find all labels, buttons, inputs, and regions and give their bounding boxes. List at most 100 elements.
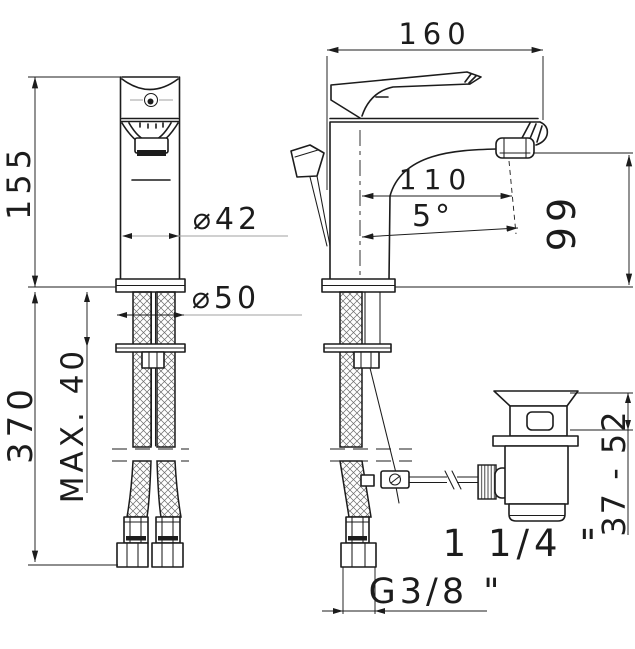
hose-break-lines <box>112 448 189 462</box>
waste-slot <box>526 411 554 431</box>
hex-nut-right <box>151 542 184 568</box>
waste-body <box>492 390 579 522</box>
side-body-outline <box>329 117 549 281</box>
label-waste-thread: 1 1/4 " <box>443 522 602 565</box>
waste-bottom <box>508 503 566 522</box>
side-lever-outline <box>330 71 482 119</box>
dim-max40-arrow-up <box>84 292 90 302</box>
waste-mid-flange <box>492 435 579 447</box>
dim-g38-arrow-right <box>375 608 385 614</box>
dim-155-label: 155 <box>0 144 38 220</box>
dim-max40: MAX. 40 <box>55 292 91 503</box>
dim-155: 155 <box>0 76 120 288</box>
rod-break-mask <box>447 473 457 487</box>
dim-d50-arrow-left <box>117 312 127 318</box>
dim-g38: G3/8 " <box>322 567 504 614</box>
dim-370-label: 370 <box>1 384 41 464</box>
hose-left-lower <box>126 460 152 518</box>
hose-side-upper <box>339 291 363 448</box>
dim-d50-label: ⌀50 <box>192 281 260 316</box>
linkage <box>360 464 511 500</box>
dim-3752-label: 37 - 52 <box>595 409 633 536</box>
pop-up-waste-assembly <box>360 390 579 522</box>
dim-diameter-50: ⌀50 <box>117 281 302 318</box>
rod-stub <box>360 474 375 487</box>
waste-top-flange <box>493 390 579 407</box>
dim-5deg-line <box>361 225 519 240</box>
hose-right-upper <box>156 291 176 448</box>
dim-160-label: 160 <box>398 17 471 51</box>
pull-rod-lower <box>369 367 400 504</box>
front-aerator <box>134 137 169 156</box>
dim-5deg: 5° <box>361 199 519 240</box>
dimensions: 160 155 370 MAX. 40 ⌀42 <box>0 17 633 614</box>
hex-nut-side <box>340 542 377 568</box>
dim-99-label: 99 <box>540 193 584 251</box>
indicator-dot-icon <box>143 92 159 108</box>
aerator-screen <box>137 150 166 156</box>
dim-5deg-label: 5° <box>412 199 454 234</box>
mounting-nut-side <box>353 351 380 369</box>
front-view <box>112 76 189 568</box>
side-aerator <box>495 137 535 159</box>
side-deck-flange <box>321 278 396 293</box>
mounting-nut-flats <box>148 351 158 369</box>
waste-thread-label: 1 1/4 " <box>443 522 602 565</box>
dim-99: 99 <box>533 152 633 285</box>
horizontal-rod <box>408 476 479 484</box>
dim-370: 370 <box>1 292 118 566</box>
mounting-nut-side-flats <box>360 351 372 369</box>
dim-g38-lines <box>322 567 487 614</box>
dim-d50-arrow-right <box>174 312 184 318</box>
side-body-mask <box>330 122 548 280</box>
mounting-nut-body <box>141 351 165 369</box>
clamp-screw-icon <box>388 473 402 486</box>
dim-d42-arrow-right <box>169 233 179 239</box>
side-under-deck <box>323 291 412 568</box>
dim-160: 160 <box>326 17 544 190</box>
rod-break-marks <box>444 470 462 490</box>
indicator-dot-core <box>147 98 154 105</box>
oring-side <box>348 536 367 541</box>
outlet-stream-line <box>508 160 517 235</box>
hose-right-lower <box>156 460 182 518</box>
clamp-screw-slot <box>390 475 401 484</box>
dim-max40-label: MAX. 40 <box>55 347 91 503</box>
dim-g38-arrow-left <box>333 608 343 614</box>
dim-d42-arrow-left <box>122 233 132 239</box>
dim-diameter-42: ⌀42 <box>122 202 288 239</box>
pull-knob <box>290 144 325 178</box>
waste-barrel <box>504 445 569 505</box>
front-handle-indicator <box>130 92 173 108</box>
front-body-mask <box>120 77 180 280</box>
hose-end-fittings <box>116 516 184 568</box>
dim-37-52: 37 - 52 <box>570 392 633 537</box>
rod-tube <box>364 291 381 345</box>
oring-right <box>158 536 178 541</box>
hose-side-lower <box>339 460 372 518</box>
aerator-side-lines <box>499 137 531 159</box>
mounting-nut <box>141 351 165 369</box>
hose-break-lines-side <box>330 448 412 462</box>
dim-160-extensions <box>326 56 544 190</box>
dim-110: 110 <box>362 163 512 200</box>
dim-d42-label: ⌀42 <box>193 202 261 237</box>
collar-lines <box>123 516 181 544</box>
dim-3752-arrow-down <box>625 420 631 430</box>
hex-nut-flats <box>126 542 174 568</box>
side-view <box>290 71 633 568</box>
hex-nut-left <box>116 542 149 568</box>
front-deck-flange <box>115 278 186 293</box>
hose-left-upper <box>132 291 152 448</box>
dim-3752-lines <box>570 392 633 535</box>
front-supply-hoses <box>112 291 189 568</box>
pull-rod-handle <box>290 144 331 247</box>
hex-nut-side-flats <box>351 542 366 568</box>
knurled-nut <box>477 464 497 500</box>
dim-155-extensions <box>28 76 120 288</box>
supply-thread-label: G3/8 " <box>369 572 504 612</box>
pull-rod-upper <box>309 175 331 247</box>
dim-3752-arrow-up <box>625 393 631 403</box>
